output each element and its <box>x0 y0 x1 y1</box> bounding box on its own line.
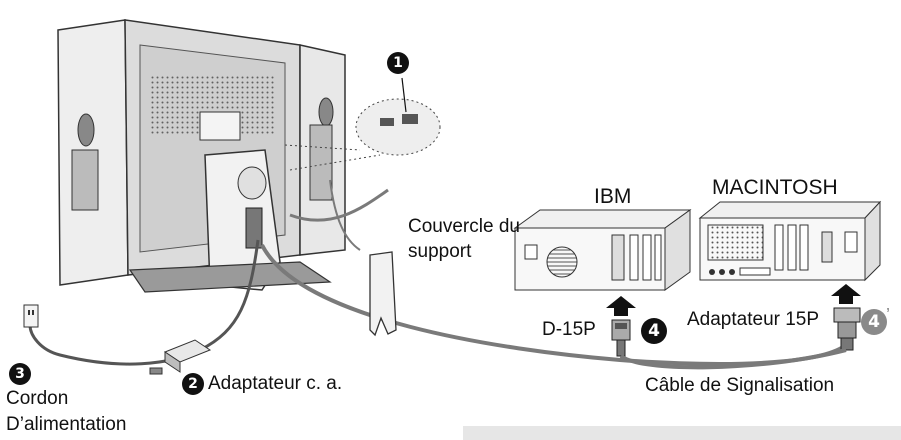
macintosh-label: MACINTOSH <box>712 176 838 199</box>
connect-arrows <box>606 284 861 316</box>
mac-adapter-connector <box>833 307 861 351</box>
zoom-inset <box>284 77 441 171</box>
d15p-label: D-15P <box>542 319 596 340</box>
power-outlet <box>23 304 39 328</box>
stand-cover-label-line1: Couvercle du <box>408 216 520 237</box>
prime-mark: ’ <box>886 305 890 325</box>
adaptateur-15p-label: Adaptateur 15P <box>687 309 820 330</box>
macintosh-pc <box>698 200 882 282</box>
stand-cover-label-line2: support <box>408 241 472 262</box>
callout-2: 2 <box>182 373 204 395</box>
power-cord-label-line2: D’alimentation <box>6 414 127 435</box>
monitor-rear <box>57 19 346 286</box>
callout-4: 4 <box>641 318 667 344</box>
callout-3: 3 <box>9 363 31 385</box>
bottom-bar <box>463 426 901 440</box>
callout-1: 1 <box>387 52 409 74</box>
ac-adapter-label: Adaptateur c. a. <box>208 373 343 394</box>
callout-4-prime: 4 <box>861 309 887 335</box>
power-cord-label-line1: Cordon <box>6 388 69 409</box>
stand-cover <box>369 251 397 337</box>
ac-adapter <box>149 339 212 375</box>
d15p-connector <box>611 319 631 357</box>
ibm-label: IBM <box>594 185 632 208</box>
cable-signal-label: Câble de Signalisation <box>645 375 835 396</box>
ibm-pc <box>513 209 692 291</box>
signal-cable <box>619 348 847 370</box>
